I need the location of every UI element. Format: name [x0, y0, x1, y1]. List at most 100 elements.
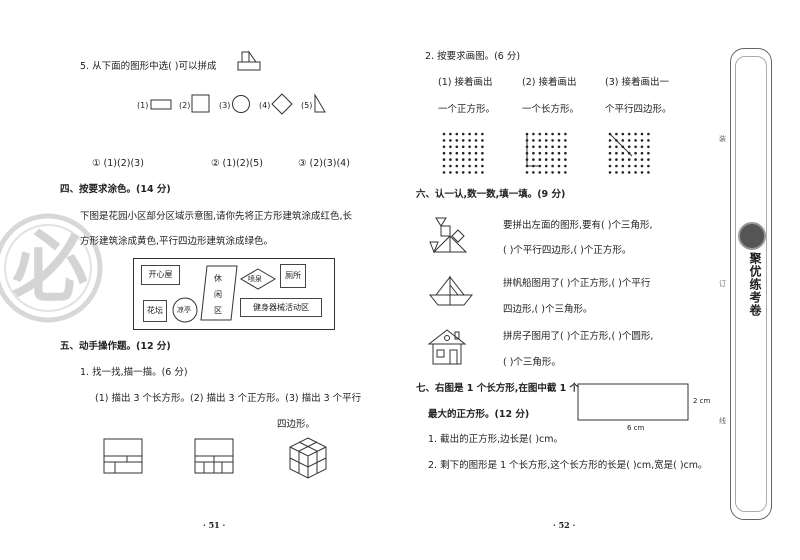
sec6-bird-line2: ( )个平行四边形,( )个正方形。 — [503, 245, 632, 256]
watermark-stamp: 必 — [0, 210, 110, 330]
grid-dot — [532, 171, 535, 174]
grid-dot — [481, 145, 484, 149]
grid-dot — [544, 158, 548, 161]
sec6-title: 六、认一认,数一数,填一填。(9 分) — [416, 189, 566, 200]
shape-label-5: (5) — [301, 101, 313, 110]
grid-dot — [474, 132, 478, 136]
grid-dot — [474, 139, 478, 142]
grid-dot — [525, 132, 529, 136]
page-number-left: · 51 · — [203, 520, 226, 530]
map-penquan: 喷泉 — [248, 275, 262, 283]
grid-dot — [455, 145, 459, 149]
grid-dot — [557, 132, 561, 136]
sec5-title: 五、动手操作题。(12 分) — [60, 341, 171, 352]
map-huatan: 花坛 — [143, 300, 167, 322]
grid-dot — [474, 171, 478, 174]
grid-dot — [557, 164, 561, 168]
grid-dot — [532, 164, 535, 168]
grid-dot — [564, 164, 567, 168]
grid-dot — [627, 158, 631, 161]
map-jianshen: 健身器械活动区 — [240, 298, 322, 317]
grid-dot — [647, 145, 650, 149]
figure-rectangles — [103, 438, 143, 474]
grid-dot — [455, 171, 459, 174]
grid-dot — [627, 139, 631, 142]
grid-dot — [468, 132, 471, 136]
grid-dot — [621, 158, 625, 161]
grid-dot — [525, 151, 529, 155]
sidebar-brand-badge — [738, 222, 766, 250]
shape-label-1: (1) — [137, 101, 149, 110]
grid-dot — [640, 132, 644, 136]
grid-dot — [551, 158, 554, 161]
grid-dot — [544, 164, 548, 168]
grid-dot — [621, 151, 625, 155]
grid-dot — [544, 151, 548, 155]
grid-dot — [449, 132, 452, 136]
grid-dot — [551, 164, 554, 168]
grid-dot — [455, 151, 459, 155]
shape-1-rectangle — [150, 99, 172, 110]
grid-dot — [647, 158, 650, 161]
grid-dot — [449, 158, 452, 161]
binding-mark-3: 线 — [719, 417, 726, 425]
grid-dot — [538, 139, 542, 142]
grid-dot — [532, 132, 535, 136]
grid-dot — [544, 139, 548, 142]
grid-dot — [608, 151, 612, 155]
map-xiuxian-char1: 休 — [214, 274, 222, 283]
binding-mark-1: 装 — [719, 135, 726, 143]
shape-label-2: (2) — [179, 101, 191, 110]
grid-dot — [544, 132, 548, 136]
grid-dot — [557, 151, 561, 155]
sec7-rectangle — [577, 383, 689, 421]
stamp-glyph: 必 — [12, 223, 88, 312]
sec6-house-line1: 拼房子图用了( )个正方形,( )个圆形, — [503, 331, 654, 342]
grid-dot — [468, 151, 471, 155]
grid-dot — [461, 158, 465, 161]
grid-dot — [544, 145, 548, 149]
grid-dot — [474, 145, 478, 149]
map-liangting-circle — [172, 297, 198, 323]
sec6-boat-line2: 四边形,( )个三角形。 — [503, 304, 593, 315]
grid-dot — [461, 151, 465, 155]
grid-dot — [640, 171, 644, 174]
grid-dot — [608, 158, 612, 161]
grid-dot — [608, 139, 612, 142]
grid-dot — [481, 132, 484, 136]
sec4-line2: 方形建筑涂成黄色,平行四边形建筑涂成绿色。 — [80, 236, 274, 247]
grid-dot — [615, 151, 618, 155]
grid-dot — [474, 164, 478, 168]
grid-dot — [474, 158, 478, 161]
sec7-width-label: 6 cm — [627, 424, 645, 432]
sec4-line1: 下图是花园小区部分区域示意图,请你先将正方形建筑涂成红色,长 — [80, 211, 353, 222]
binding-mark-2: 订 — [719, 280, 726, 288]
grid-dot — [442, 132, 446, 136]
grid-dot — [627, 151, 631, 155]
grid-dot — [449, 145, 452, 149]
grid-dot — [551, 151, 554, 155]
grid-dot — [538, 132, 542, 136]
grid-dot — [608, 171, 612, 174]
grid-dot — [615, 139, 618, 142]
grid-dot — [640, 151, 644, 155]
grid-dot — [647, 151, 650, 155]
shape-5-triangle — [314, 93, 326, 113]
grid-dot — [538, 164, 542, 168]
grid-dot — [551, 132, 554, 136]
map-cesuo: 厕所 — [280, 264, 306, 288]
target-composite-shape — [237, 50, 261, 71]
stamp-circle-svg — [0, 213, 103, 323]
grid-dot — [481, 151, 484, 155]
shape-2-square — [191, 94, 210, 113]
sec7-height-label: 2 cm — [693, 397, 711, 405]
grid-dot — [449, 171, 452, 174]
grid-dot — [634, 164, 637, 168]
grid-dot — [468, 164, 471, 168]
grid-dot — [442, 171, 446, 174]
grid-dot — [538, 171, 542, 174]
binding-sidebar — [730, 48, 772, 520]
sec6-house-line2: ( )个三角形。 — [503, 357, 561, 368]
grid-dot — [564, 151, 567, 155]
grid-dot — [455, 139, 459, 142]
